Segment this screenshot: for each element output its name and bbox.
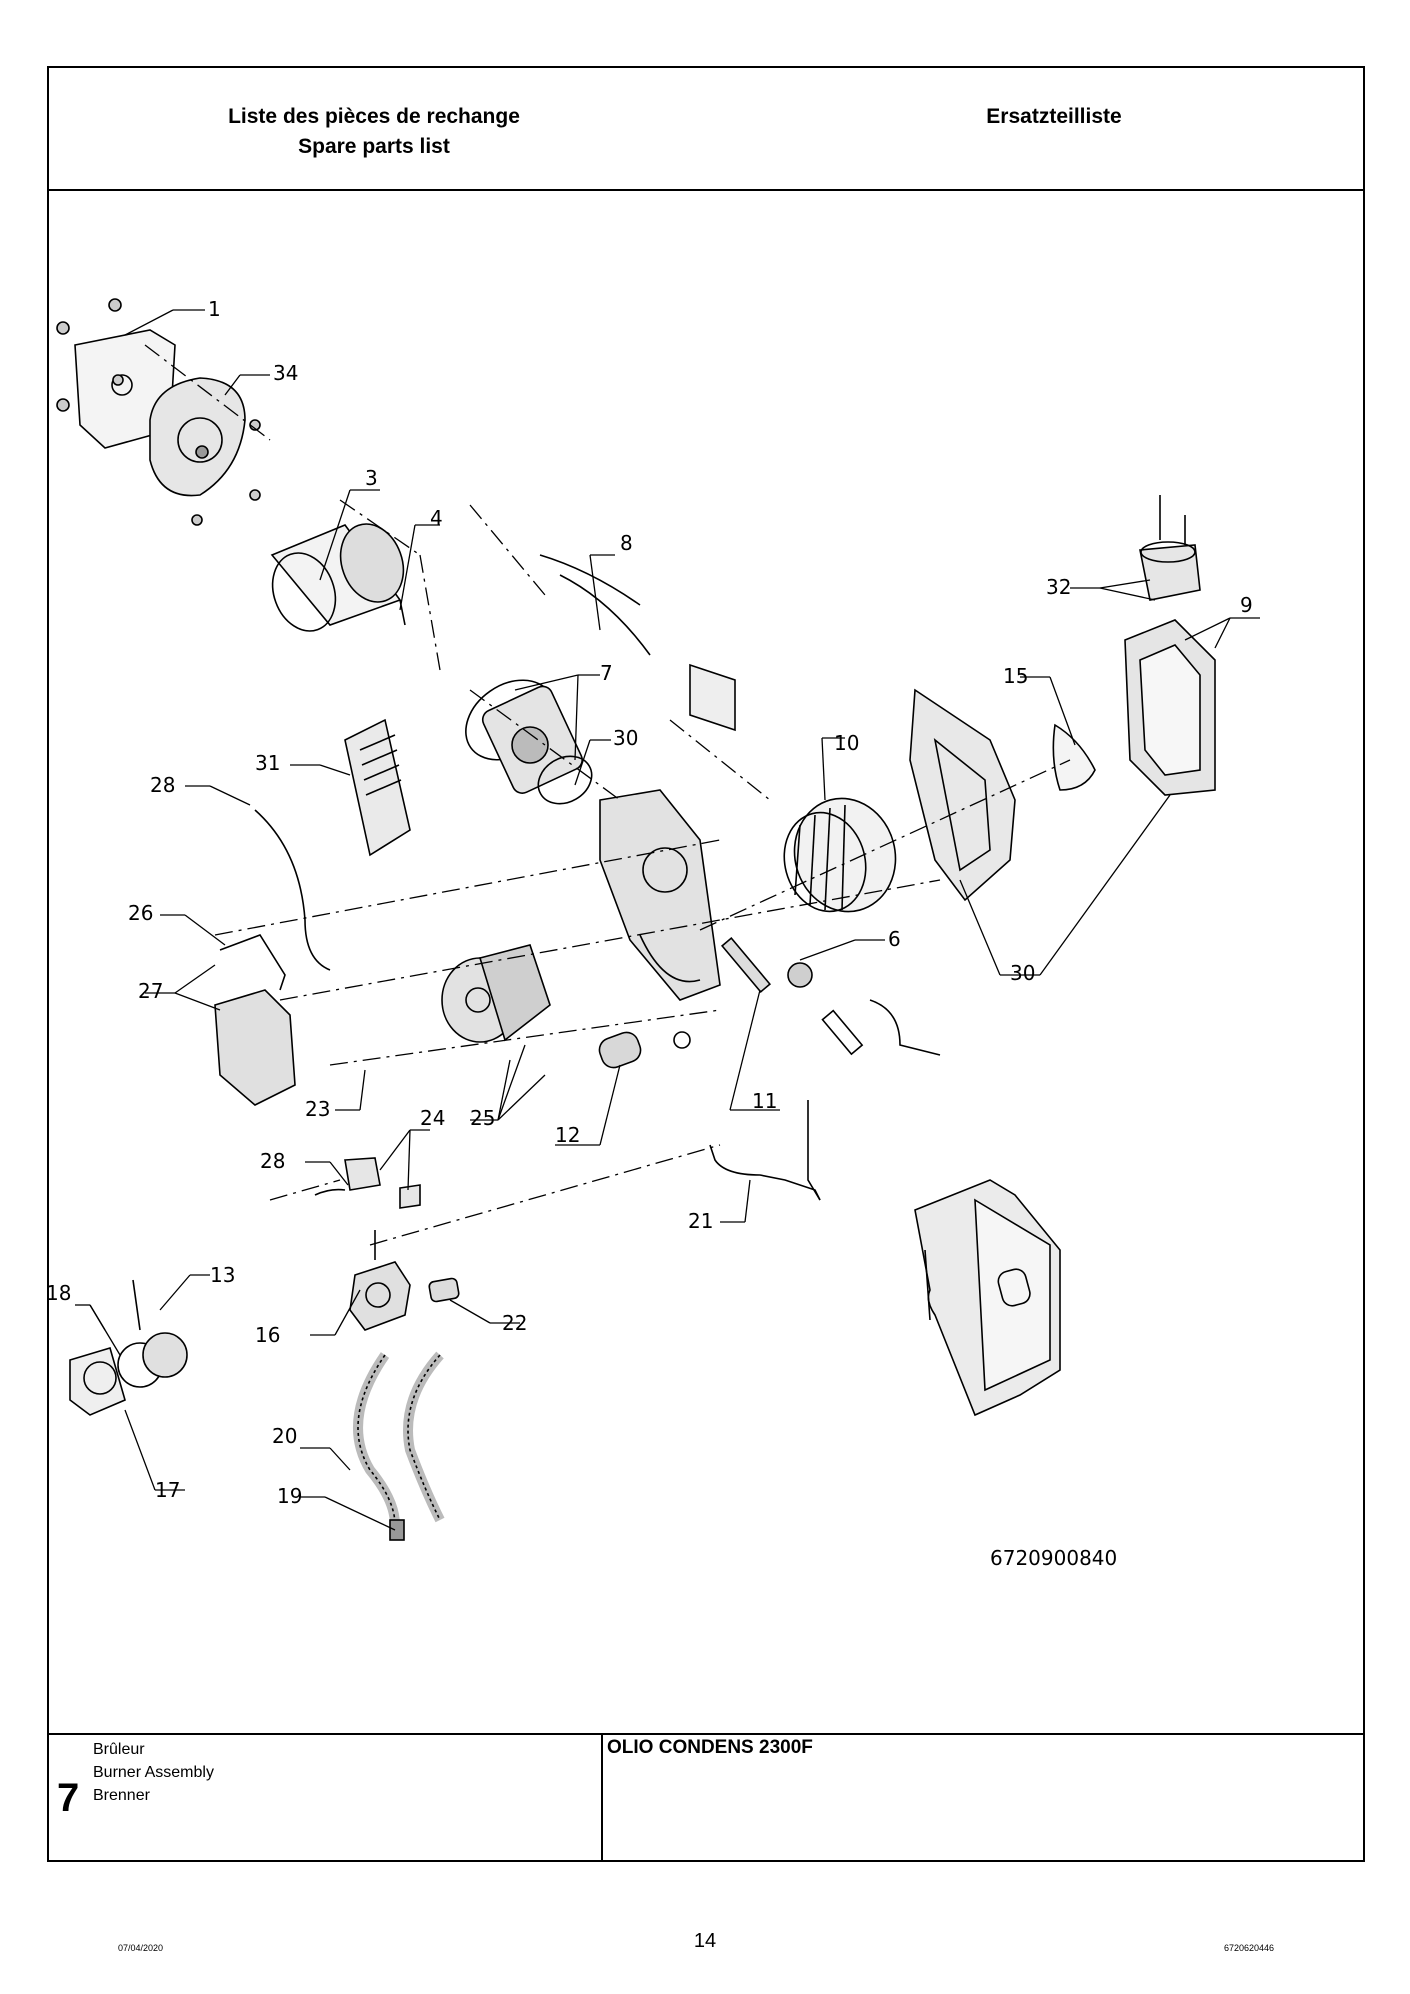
- callout-11: 11: [752, 1089, 777, 1113]
- callout-leader-lines: [75, 309, 1260, 1531]
- print-date: 07/04/2020: [118, 1943, 164, 1953]
- callout-16: 16: [255, 1323, 280, 1347]
- burner-housing: [599, 789, 721, 1001]
- part-16-oil-pump: [349, 1230, 411, 1331]
- callout-10: 10: [834, 731, 859, 755]
- part-25-motor: [441, 944, 551, 1043]
- callout-21: 21: [688, 1209, 713, 1233]
- callout-20: 20: [272, 1424, 297, 1448]
- drawing-number: 6720900840: [990, 1546, 1117, 1570]
- callout-13: 13: [210, 1263, 235, 1287]
- title-german: Ersatzteilliste: [986, 105, 1122, 128]
- part-15-damper-disc: [1052, 723, 1096, 791]
- callout-4: 4: [430, 506, 443, 530]
- callout-1: 1: [208, 297, 221, 321]
- part-6-nozzle-assembly: [720, 937, 941, 1056]
- part-27-control-unit: [214, 934, 296, 1106]
- part-7-air-inlet-assembly: [465, 679, 593, 805]
- burner-cover-hood: [914, 1179, 1061, 1417]
- assembly-axis-lines: [144, 344, 1071, 1246]
- callout-7: 7: [600, 661, 613, 685]
- callout-30-lower: 30: [1010, 961, 1035, 985]
- callout-18: 18: [46, 1281, 71, 1305]
- callout-28-upper: 28: [150, 773, 175, 797]
- header-divider: [49, 189, 1363, 191]
- part-10-fan-wheel: [783, 797, 897, 913]
- section-title-german: Brenner: [93, 1787, 150, 1804]
- callout-8: 8: [620, 531, 633, 555]
- callout-12: 12: [555, 1123, 580, 1147]
- callout-32: 32: [1046, 575, 1071, 599]
- page-number: 14: [693, 1930, 717, 1952]
- title-english: Spare parts list: [298, 135, 450, 158]
- callout-6: 6: [888, 927, 901, 951]
- part-34-burner-flange: [149, 377, 261, 526]
- callout-25: 25: [470, 1106, 495, 1130]
- part-12-capacitor: [598, 1031, 691, 1069]
- part-32-air-inlet: [1139, 495, 1201, 601]
- footer-column-divider: [601, 1733, 603, 1860]
- fan-housing: [909, 688, 1016, 902]
- section-titles: Brûleur Burner Assembly Brenner: [93, 1738, 214, 1807]
- section-number: 7: [57, 1776, 80, 1820]
- part-21-oil-line: [709, 1144, 821, 1201]
- callout-26: 26: [128, 901, 153, 925]
- callout-27: 27: [138, 979, 163, 1003]
- part-9-air-box: [1124, 619, 1216, 796]
- model-name: OLIO CONDENS 2300F: [607, 1737, 813, 1758]
- callout-17: 17: [155, 1478, 180, 1502]
- callout-9: 9: [1240, 593, 1253, 617]
- small-cover-plate: [689, 663, 736, 732]
- part-17-burner-head: [69, 1279, 188, 1416]
- part-22-solenoid: [428, 1277, 460, 1303]
- callout-30-upper: 30: [613, 726, 638, 750]
- section-title-french: Brûleur: [93, 1741, 145, 1758]
- header-title-left: Liste des pièces de rechange Spare parts…: [189, 102, 559, 162]
- section-title-english: Burner Assembly: [93, 1764, 214, 1781]
- callout-22: 22: [502, 1311, 527, 1335]
- callout-28-lower: 28: [260, 1149, 285, 1173]
- callout-15: 15: [1003, 664, 1028, 688]
- document-reference: 6720620446: [1224, 1943, 1275, 1953]
- callout-24: 24: [420, 1106, 445, 1130]
- part-20-oil-hoses: [353, 1351, 445, 1541]
- callout-labels: 1 34 3 4 8 7 30 31 28 26 27 23 25 24 12 …: [46, 297, 1253, 1570]
- callout-19: 19: [277, 1484, 302, 1508]
- callout-3: 3: [365, 466, 378, 490]
- part-8-ignition-cables: [539, 554, 651, 656]
- callout-34: 34: [273, 361, 298, 385]
- part-3-blast-tube: [270, 523, 405, 632]
- title-french: Liste des pièces de rechange: [228, 105, 520, 128]
- part-31-air-plate: [344, 718, 411, 857]
- page-frame: Liste des pièces de rechange Spare parts…: [47, 66, 1365, 1862]
- part-28-cable: [254, 809, 331, 971]
- callout-23: 23: [305, 1097, 330, 1121]
- part-21-oil-line-b: [807, 1100, 821, 1201]
- footer-divider: [49, 1733, 1363, 1735]
- part-24-bracket: [314, 1157, 421, 1209]
- callout-31: 31: [255, 751, 280, 775]
